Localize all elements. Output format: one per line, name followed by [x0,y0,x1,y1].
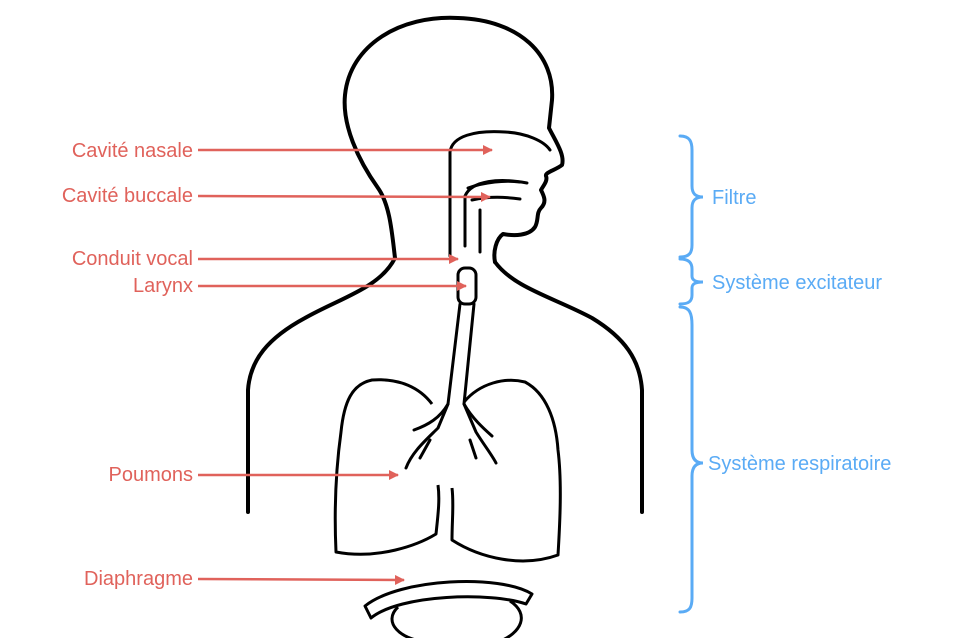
brace-filter [680,136,703,257]
diaphragm-shape [365,582,532,638]
label-excitation-system: Système excitateur [712,272,882,294]
brace-respiratory [680,307,703,612]
system-labels: Filtre Système excitateur Système respir… [708,187,891,475]
stomach-outline [392,601,521,638]
label-nasal-cavity: Cavité nasale [72,140,193,162]
palate-line [468,181,520,188]
label-vocal-tract: Conduit vocal [72,248,193,270]
body-figure [248,18,642,512]
arrow-oral-cavity [198,196,490,197]
brace-excitation [680,259,703,304]
right-shoulder-outline [495,262,642,512]
organ-labels: Cavité nasale Cavité buccale Conduit voc… [62,140,492,590]
right-lung-outline [452,380,560,561]
arrow-diaphragm [198,579,404,580]
label-respiratory-system: Système respiratoire [708,453,891,475]
label-filter: Filtre [712,187,756,209]
label-larynx: Larynx [133,275,193,297]
head-outline [345,18,563,262]
label-oral-cavity: Cavité buccale [62,185,193,207]
left-lung-outline [335,380,439,555]
label-lungs: Poumons [109,464,194,486]
system-brackets [680,136,703,612]
label-diaphragm: Diaphragme [84,568,193,590]
